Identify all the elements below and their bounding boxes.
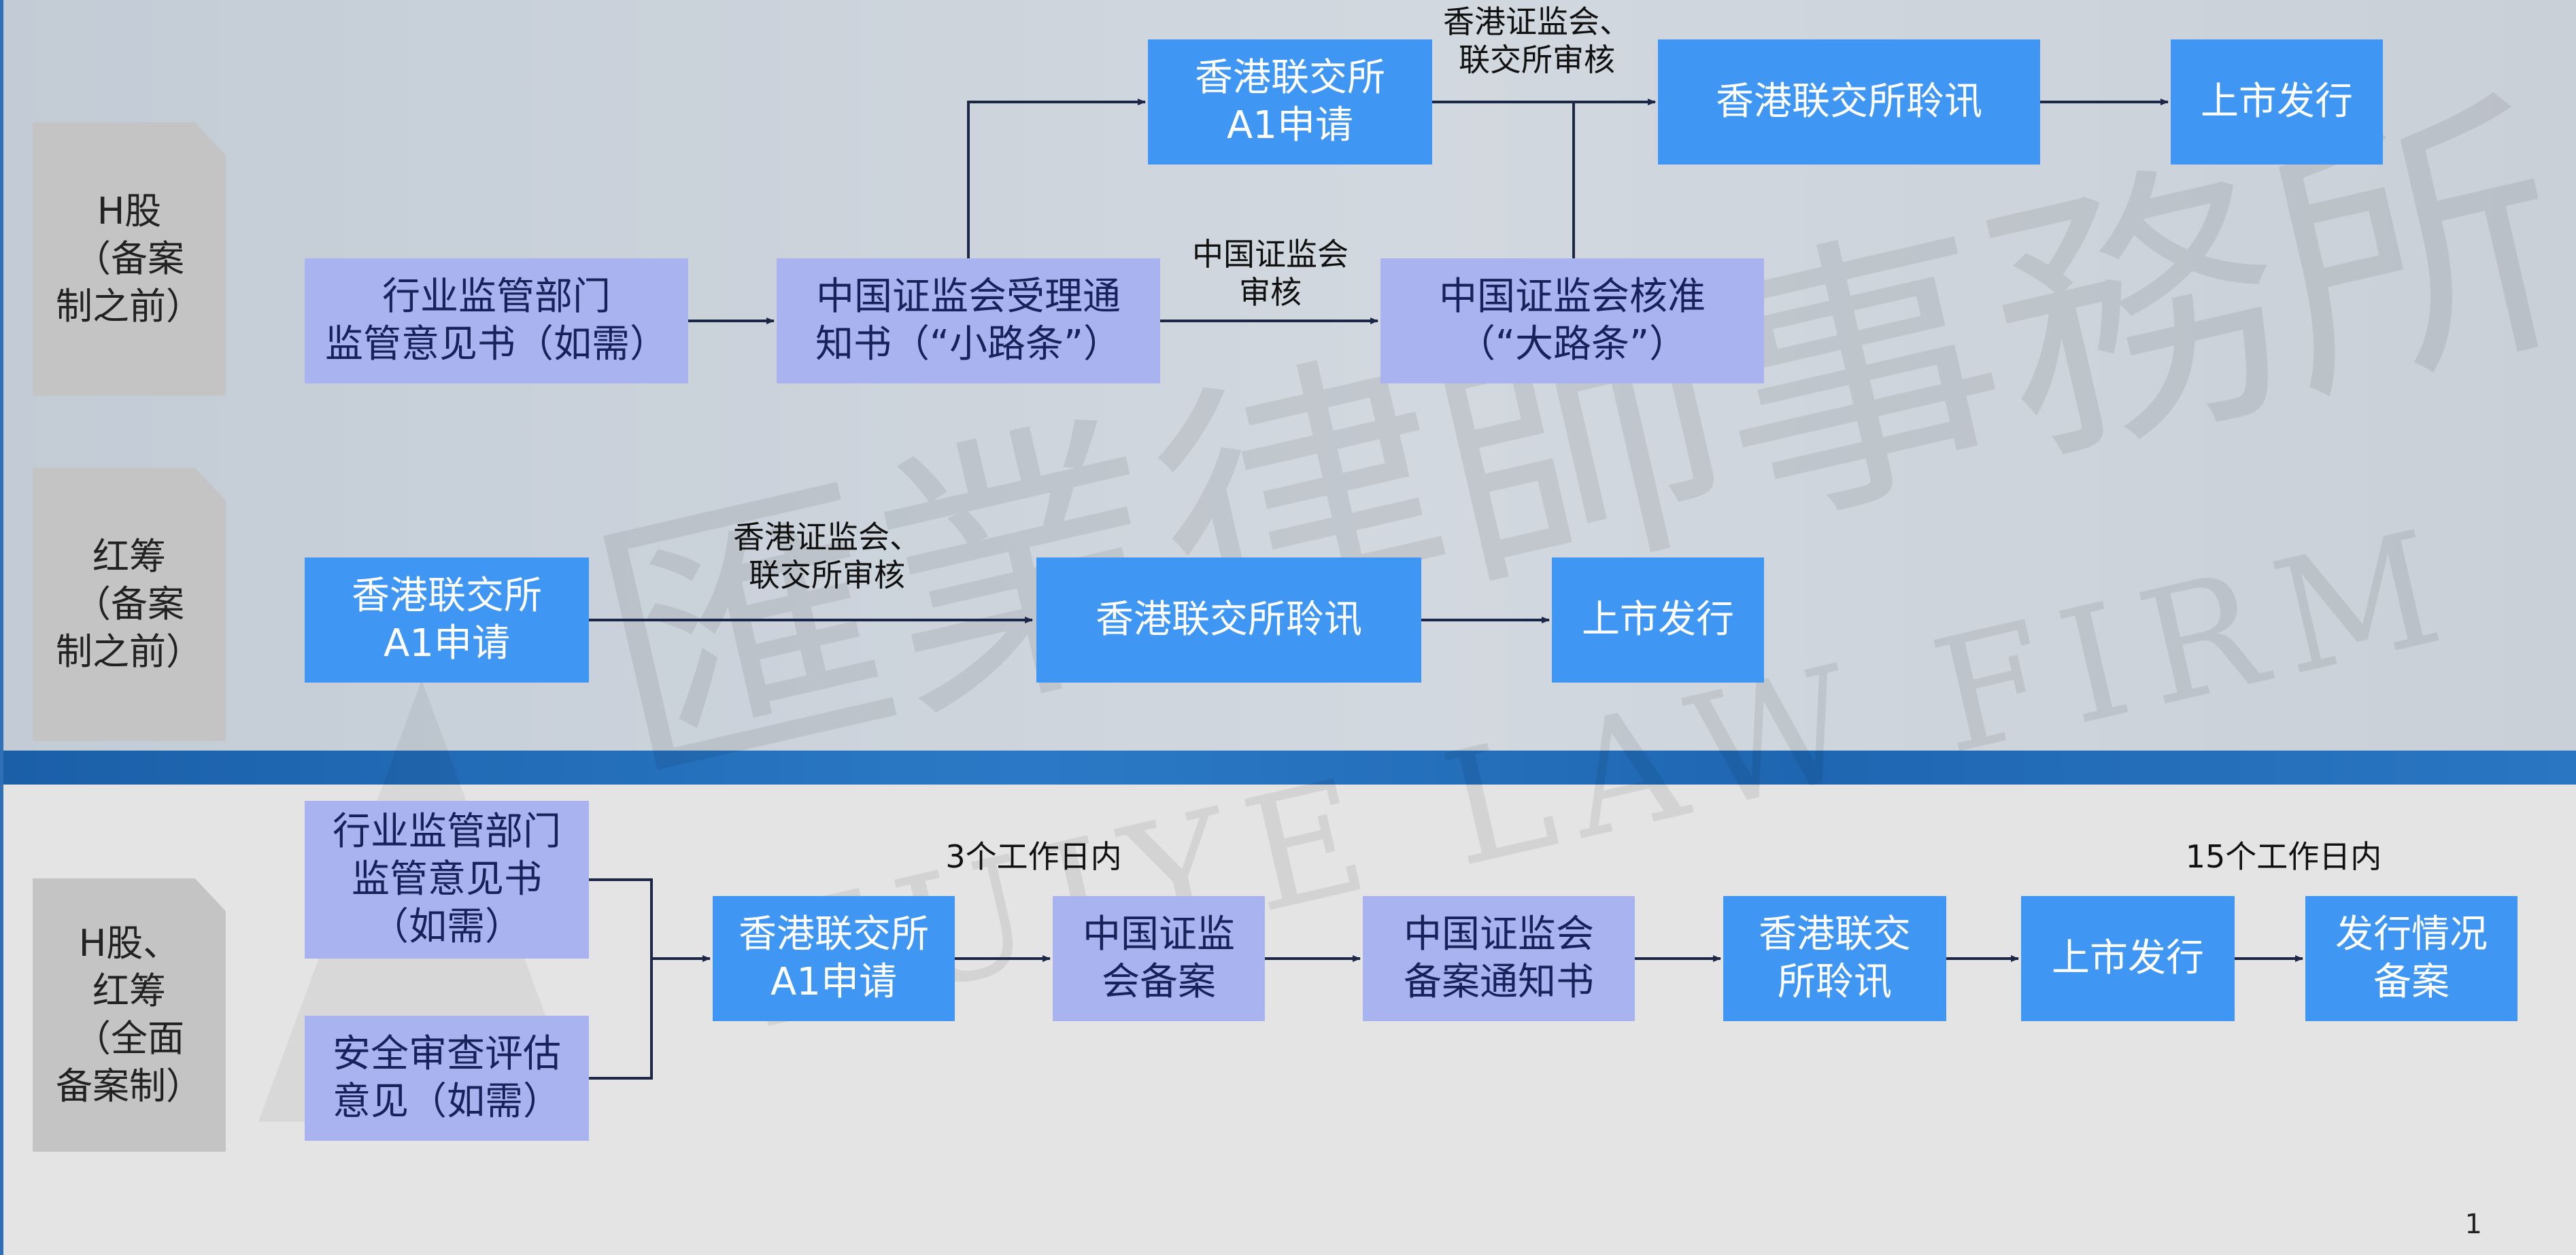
- box-csrc-filing: 中国证监 会备案: [1053, 896, 1265, 1021]
- box-security-review-opinion: 安全审查评估 意见（如需）: [305, 1016, 589, 1141]
- note-csrc-review: 中国证监会 审核: [1192, 236, 1349, 311]
- tag-redchip-before-filing: 红筹 （备案 制之前）: [33, 468, 226, 741]
- note-redchip-hk-sfc-review: 香港证监会、 联交所审核: [733, 519, 921, 594]
- page-number: 1: [2464, 1209, 2482, 1240]
- tag-full-filing-system: H股、 红筹 （全面 备案制）: [33, 878, 226, 1152]
- box-csrc-acceptance-notice: 中国证监会受理通 知书（“小路条”）: [777, 258, 1160, 383]
- bracket-industry: [589, 878, 653, 959]
- box-hkex-hearing: 香港联交所聆讯: [1658, 39, 2040, 165]
- box-csrc-filing-notice: 中国证监会 备案通知书: [1363, 896, 1635, 1021]
- tag-hshare-before-filing: H股 （备案 制之前）: [33, 122, 226, 396]
- box-redchip-hkex-hearing: 香港联交所聆讯: [1036, 557, 1421, 683]
- box-industry-regulator-opinion: 行业监管部门 监管意见书（如需）: [305, 258, 688, 383]
- left-edge-line: [0, 0, 3, 1255]
- box-filing-hkex-a1-application: 香港联交所 A1申请: [713, 896, 955, 1021]
- box-filing-hkex-hearing: 香港联交 所聆讯: [1723, 896, 1946, 1021]
- box-hkex-a1-application: 香港联交所 A1申请: [1148, 39, 1432, 165]
- box-issuance-filing: 发行情况 备案: [2305, 896, 2518, 1021]
- box-csrc-approval: 中国证监会核准 （“大路条”）: [1380, 258, 1764, 383]
- note-hk-sfc-review: 香港证监会、 联交所审核: [1443, 3, 1631, 78]
- box-redchip-listing: 上市发行: [1552, 557, 1764, 683]
- box-filing-listing: 上市发行: [2021, 896, 2235, 1021]
- section-divider-bar: [0, 751, 2576, 785]
- bracket-security: [589, 959, 653, 1080]
- note-within-15-working-days: 15个工作日内: [2185, 838, 2382, 875]
- box-filing-industry-regulator-opinion: 行业监管部门 监管意见书 （如需）: [305, 801, 589, 959]
- box-redchip-hkex-a1-application: 香港联交所 A1申请: [305, 557, 589, 683]
- arrow-acceptance-to-a1: [967, 99, 1146, 258]
- box-listing: 上市发行: [2171, 39, 2383, 165]
- note-within-3-working-days: 3个工作日内: [945, 838, 1122, 875]
